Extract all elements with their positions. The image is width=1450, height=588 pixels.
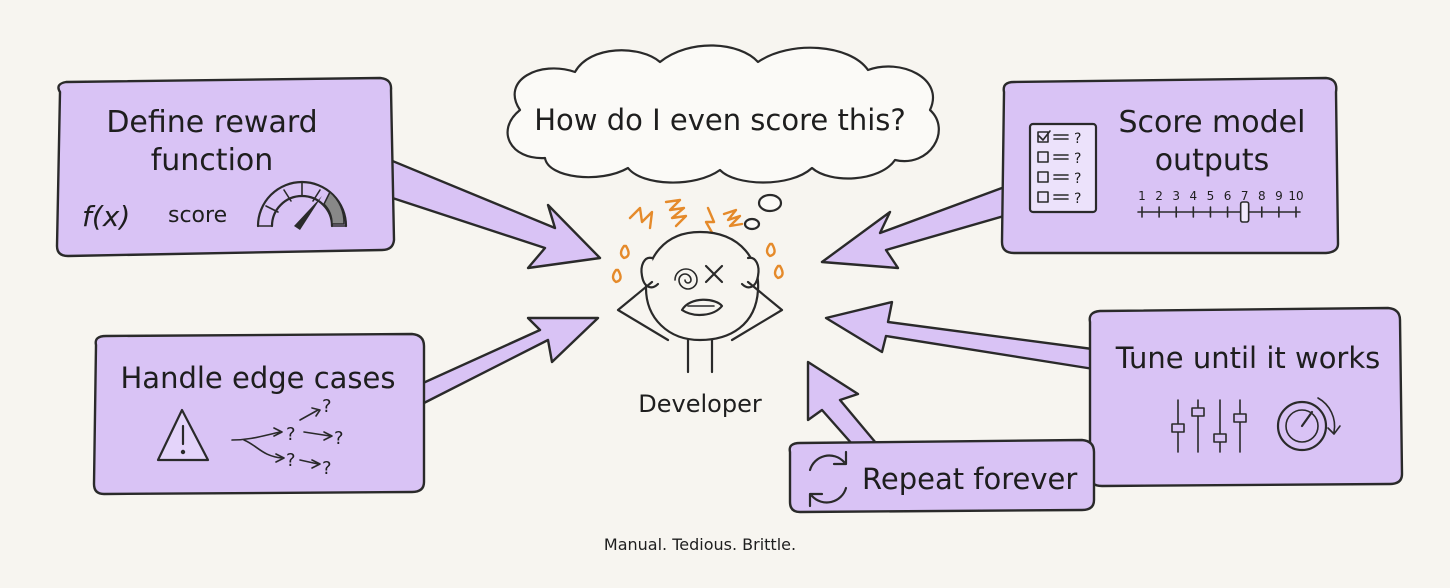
branch-mark: ? <box>322 396 332 417</box>
tune-title: Tune until it works <box>1115 341 1381 375</box>
reward-title-line2: function <box>151 143 274 178</box>
arrow-edge-to-developer <box>412 318 598 405</box>
scale-marker <box>1241 202 1249 222</box>
thought-text: How do I even score this? <box>534 103 906 137</box>
reward-title-line1: Define reward <box>106 105 317 140</box>
formula-label: f(x) <box>82 200 130 233</box>
scale-tick-label: 7 <box>1241 189 1249 203</box>
checklist-icon: ? ? ? ? <box>1030 124 1096 212</box>
edge-title: Handle edge cases <box>121 361 396 395</box>
tune-box: Tune until it works <box>1090 308 1402 486</box>
scale-tick-label: 3 <box>1172 189 1180 203</box>
score-label: score <box>168 203 227 228</box>
scale-tick-label: 9 <box>1275 189 1283 203</box>
arrow-tune-to-developer <box>826 302 1100 370</box>
scale-tick-label: 2 <box>1155 189 1163 203</box>
scale-tick-label: 4 <box>1190 189 1198 203</box>
edge-cases-box: Handle edge cases ? ? ? ? ? <box>94 334 424 494</box>
repeat-box: Repeat forever <box>790 440 1094 512</box>
branch-mark: ? <box>334 428 344 449</box>
scale-tick-label: 5 <box>1207 189 1215 203</box>
scale-tick-label: 6 <box>1224 189 1232 203</box>
scale-tick-label: 1 <box>1138 189 1146 203</box>
footer-caption: Manual. Tedious. Brittle. <box>604 535 796 554</box>
arrow-score-to-developer <box>822 185 1018 268</box>
branch-mark: ? <box>286 424 296 445</box>
svg-text:?: ? <box>1074 131 1081 147</box>
branch-mark: ? <box>286 450 296 471</box>
thought-bubble: How do I even score this? <box>508 45 939 229</box>
score-title-line2: outputs <box>1155 143 1270 178</box>
scale-tick-label: 10 <box>1288 189 1303 203</box>
scale-tick-label: 8 <box>1258 189 1266 203</box>
svg-text:?: ? <box>1074 151 1081 167</box>
stressed-developer-icon: Developer <box>613 200 783 418</box>
developer-label: Developer <box>638 390 762 418</box>
svg-text:?: ? <box>1074 171 1081 187</box>
repeat-title: Repeat forever <box>862 462 1077 496</box>
branch-mark: ? <box>322 458 332 479</box>
reward-function-box: Define reward function f(x) score <box>57 78 394 256</box>
svg-text:?: ? <box>1074 191 1081 207</box>
score-title-line1: Score model <box>1119 105 1306 140</box>
